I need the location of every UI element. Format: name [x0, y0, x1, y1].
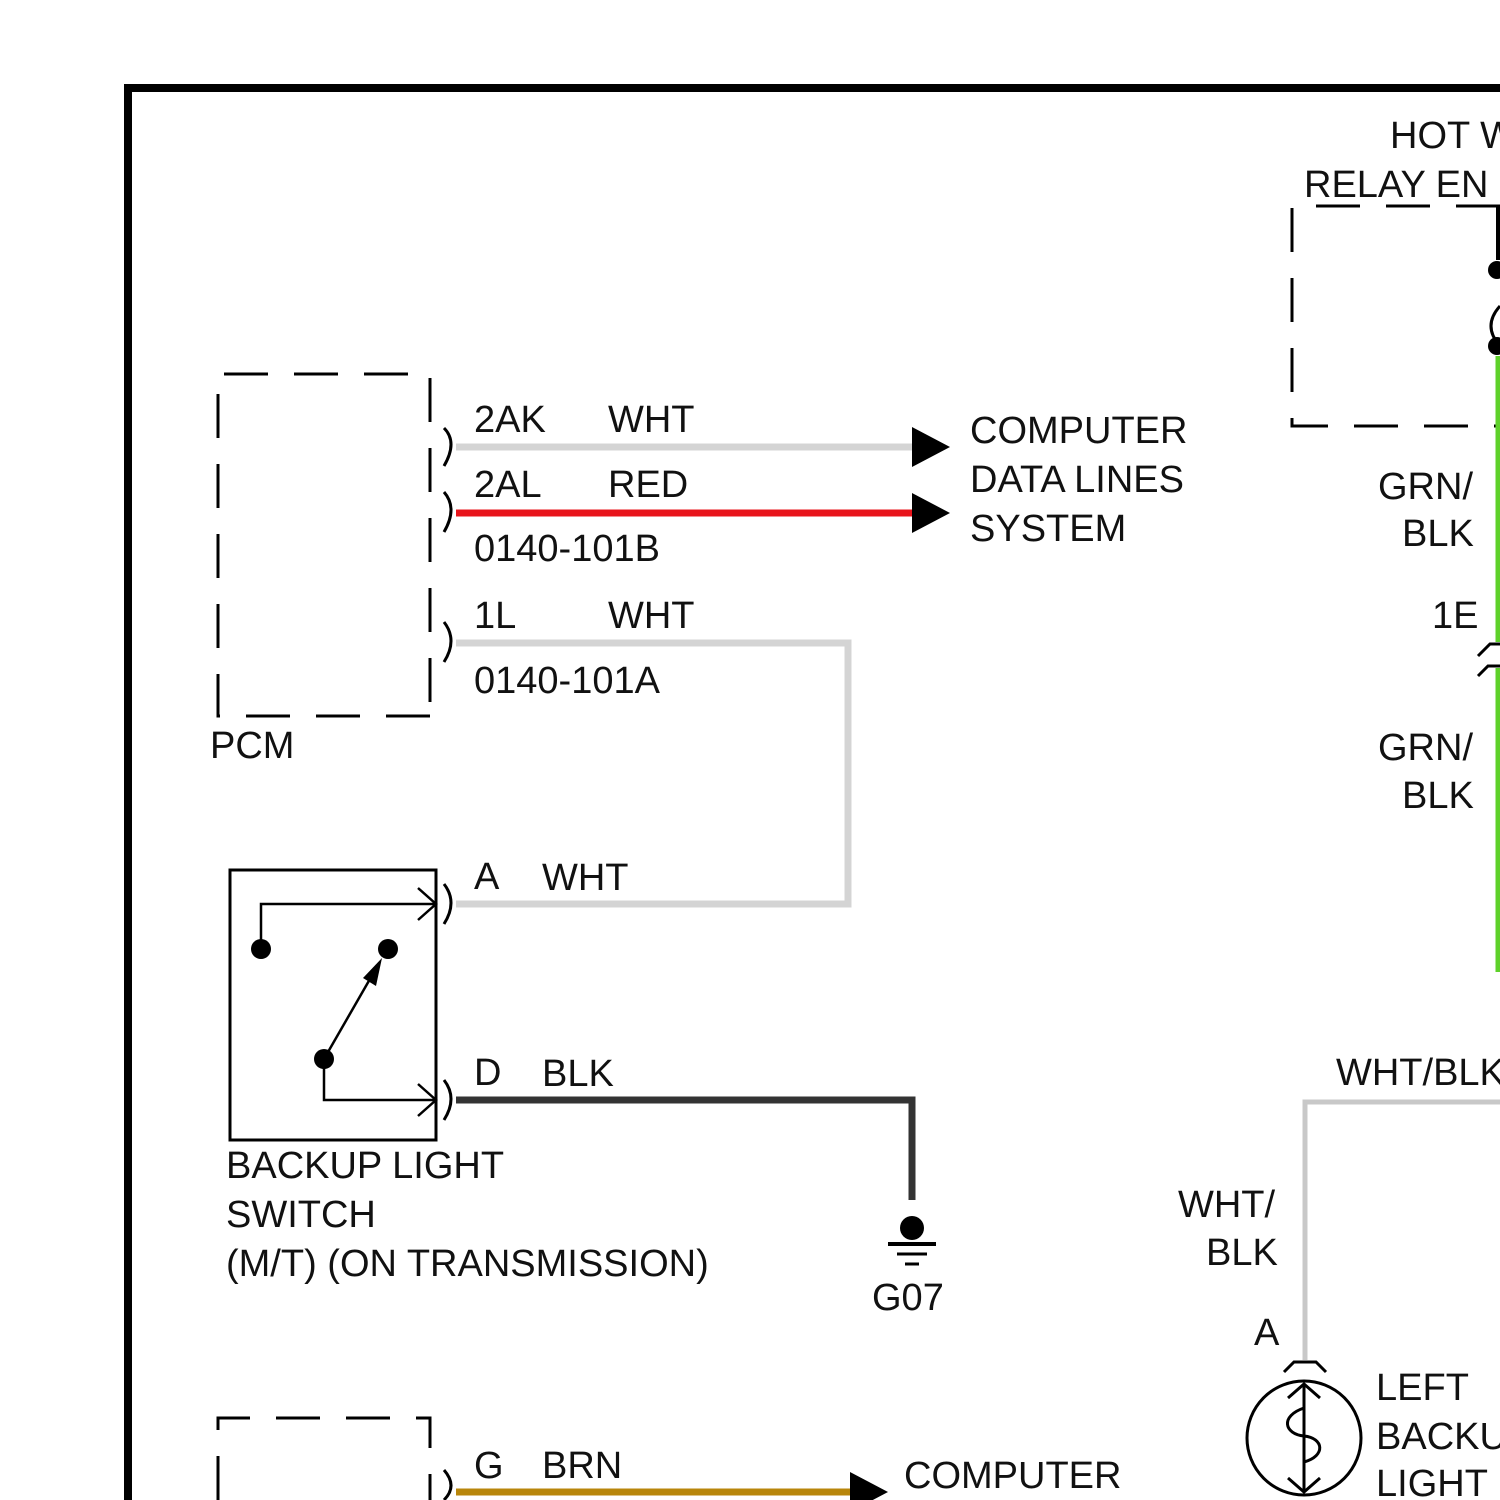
grn-blk-upper-label-2: BLK — [1402, 513, 1474, 555]
switch-pin-a-color-label: WHT — [542, 857, 629, 899]
relay-box-label-2: RELAY EN — [1304, 164, 1488, 206]
bottom-module-box — [218, 1418, 430, 1500]
ground-g07-label: G07 — [872, 1277, 944, 1319]
wht-blk-side-label-2: BLK — [1206, 1232, 1278, 1274]
grn-blk-lower-label-2: BLK — [1402, 775, 1474, 817]
computer-data-lines-label-2: DATA LINES — [970, 459, 1184, 501]
wht-blk-top-label: WHT/BLK — [1336, 1052, 1500, 1094]
switch-lower-lead — [324, 1060, 436, 1116]
relay-box-label-1: HOT W — [1390, 115, 1500, 157]
left-lamp-label-3: LIGHT — [1376, 1463, 1488, 1500]
diagram-frame — [128, 88, 1500, 1500]
pin-2ak-label: 2AK — [474, 399, 546, 441]
switch-contact-right — [378, 939, 398, 959]
grn-blk-lower-label-1: GRN/ — [1378, 727, 1473, 769]
switch-pin-a-label: A — [474, 856, 500, 898]
switch-pin-a-terminal — [444, 884, 451, 924]
bottom-pin-g-label: G — [474, 1445, 504, 1487]
backup-switch-label-2: SWITCH — [226, 1194, 376, 1236]
pcm-pin-2ak-terminal — [444, 428, 451, 466]
wire-2al-color-label: RED — [608, 464, 688, 506]
wire-d — [456, 1100, 912, 1200]
connector-0140-101a-label: 0140-101A — [474, 660, 661, 702]
wht-blk-side-label-1: WHT/ — [1178, 1184, 1276, 1226]
switch-pin-d-label: D — [474, 1052, 501, 1094]
switch-upper-lead — [261, 888, 436, 948]
relay-node-top — [1488, 261, 1500, 279]
connector-0140-101b-label: 0140-101B — [474, 528, 660, 570]
switch-pin-d-terminal — [444, 1080, 451, 1120]
pcm-box — [218, 374, 430, 716]
switch-blade-arrow-icon — [363, 958, 382, 986]
arrow-g-icon — [850, 1472, 888, 1500]
wire-2ak-color-label: WHT — [608, 399, 695, 441]
left-lamp-label-1: LEFT — [1376, 1367, 1469, 1409]
left-lamp-label-2: BACKU — [1376, 1416, 1500, 1458]
lamp-pin-a-label: A — [1254, 1312, 1280, 1354]
computer-bottom-label: COMPUTER — [904, 1455, 1121, 1497]
switch-blade — [324, 972, 374, 1059]
relay-box — [1292, 206, 1500, 426]
pcm-pin-2al-terminal — [444, 492, 451, 532]
lamp-pin-a-terminal — [1284, 1362, 1326, 1372]
computer-data-lines-label-1: COMPUTER — [970, 410, 1187, 452]
backup-switch-label-3: (M/T) (ON TRANSMISSION) — [226, 1243, 709, 1285]
pin-2al-label: 2AL — [474, 464, 542, 506]
ground-icon — [888, 1216, 936, 1264]
bulb-icon — [1247, 1381, 1361, 1495]
grn-blk-upper-label-1: GRN/ — [1378, 466, 1473, 508]
bottom-pin-g-terminal — [444, 1470, 451, 1500]
pin-1l-label: 1L — [474, 595, 516, 637]
pin-1e-label: 1E — [1432, 595, 1478, 637]
computer-data-lines-label-3: SYSTEM — [970, 508, 1126, 550]
wire-1l-color-label: WHT — [608, 595, 695, 637]
backup-switch-label-1: BACKUP LIGHT — [226, 1145, 504, 1187]
switch-contact-left — [251, 939, 271, 959]
wire-wht-blk — [1305, 1102, 1500, 1360]
arrow-2al-icon — [912, 493, 950, 533]
arrow-2ak-icon — [912, 427, 950, 467]
relay-node-bottom — [1488, 337, 1500, 355]
switch-pin-d-color-label: BLK — [542, 1053, 614, 1095]
pcm-label: PCM — [210, 725, 294, 767]
wire-g-color-label: BRN — [542, 1445, 622, 1487]
pcm-pin-1l-terminal — [444, 622, 451, 662]
